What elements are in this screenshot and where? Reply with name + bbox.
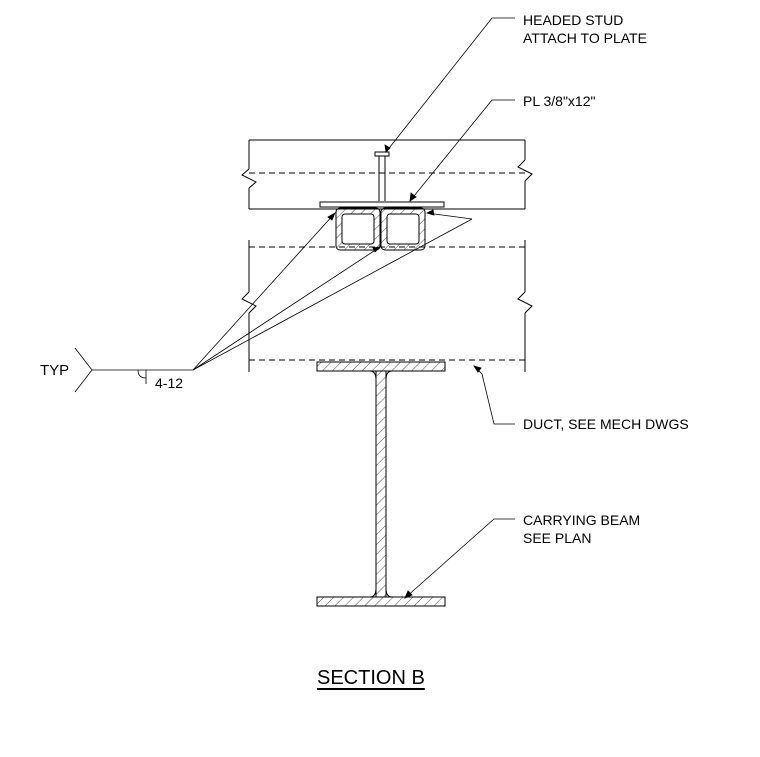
leader-duct: [474, 366, 515, 424]
leader-plate: [410, 100, 515, 201]
weld-size-label: 4-12: [155, 375, 184, 391]
carrying-beam: [317, 362, 445, 606]
slab: [242, 140, 532, 209]
tube-members: [336, 208, 425, 250]
weld-symbol: [75, 210, 472, 392]
headed-stud: [375, 152, 389, 201]
headed-stud-label-line2: ATTACH TO PLATE: [523, 30, 647, 46]
weld-typ-label: TYP: [40, 362, 70, 379]
leader-headed-stud: [385, 18, 515, 152]
carrying-beam-label-line1: CARRYING BEAM: [523, 512, 641, 528]
duct-label: DUCT, SEE MECH DWGS: [523, 416, 689, 432]
plate: [320, 202, 444, 207]
headed-stud-label-line1: HEADED STUD: [523, 12, 624, 28]
leader-carrying-beam: [405, 519, 515, 598]
plate-label: PL 3/8"x12": [523, 93, 596, 109]
duct: [242, 240, 532, 372]
carrying-beam-label-line2: SEE PLAN: [523, 530, 592, 546]
section-title: SECTION B: [317, 667, 425, 689]
